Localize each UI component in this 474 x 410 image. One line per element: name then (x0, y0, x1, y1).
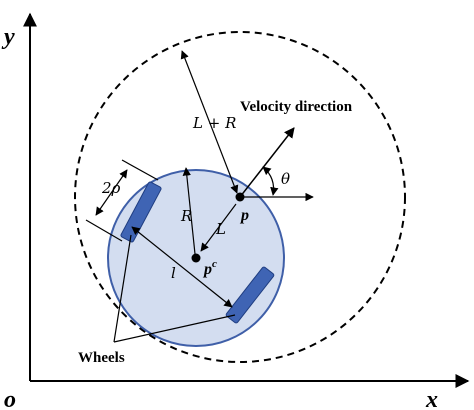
capital-l-label: L (215, 220, 226, 238)
l-plus-r-arrow (180, 50, 239, 194)
point-p (235, 192, 245, 202)
origin-label: o (4, 387, 16, 410)
coordinate-axes (23, 12, 470, 388)
velocity-direction-label: Velocity direction (240, 99, 353, 115)
outer-dashed-circle (74, 31, 406, 363)
two-rho-label: 2ρ (101, 179, 121, 197)
velocity-arrow (239, 127, 295, 198)
wheel-distance-arrow (131, 226, 233, 308)
point-pc (191, 253, 201, 263)
two-rho-dimension (85, 159, 159, 242)
lowercase-l-label: l (171, 264, 176, 282)
wheels-callout-lines (113, 234, 236, 343)
l-plus-r-label: L + R (192, 114, 236, 132)
wheels-label: Wheels (78, 350, 125, 366)
r-label: R (180, 207, 192, 225)
pc-label: pc (202, 258, 217, 278)
theta-arc (262, 166, 279, 196)
wheel-right (225, 266, 275, 324)
p-label: p (239, 207, 249, 224)
wheel-left (120, 181, 162, 243)
x-axis-label: x (425, 387, 438, 410)
y-axis-label: y (1, 24, 15, 50)
theta-label: θ (281, 170, 290, 188)
